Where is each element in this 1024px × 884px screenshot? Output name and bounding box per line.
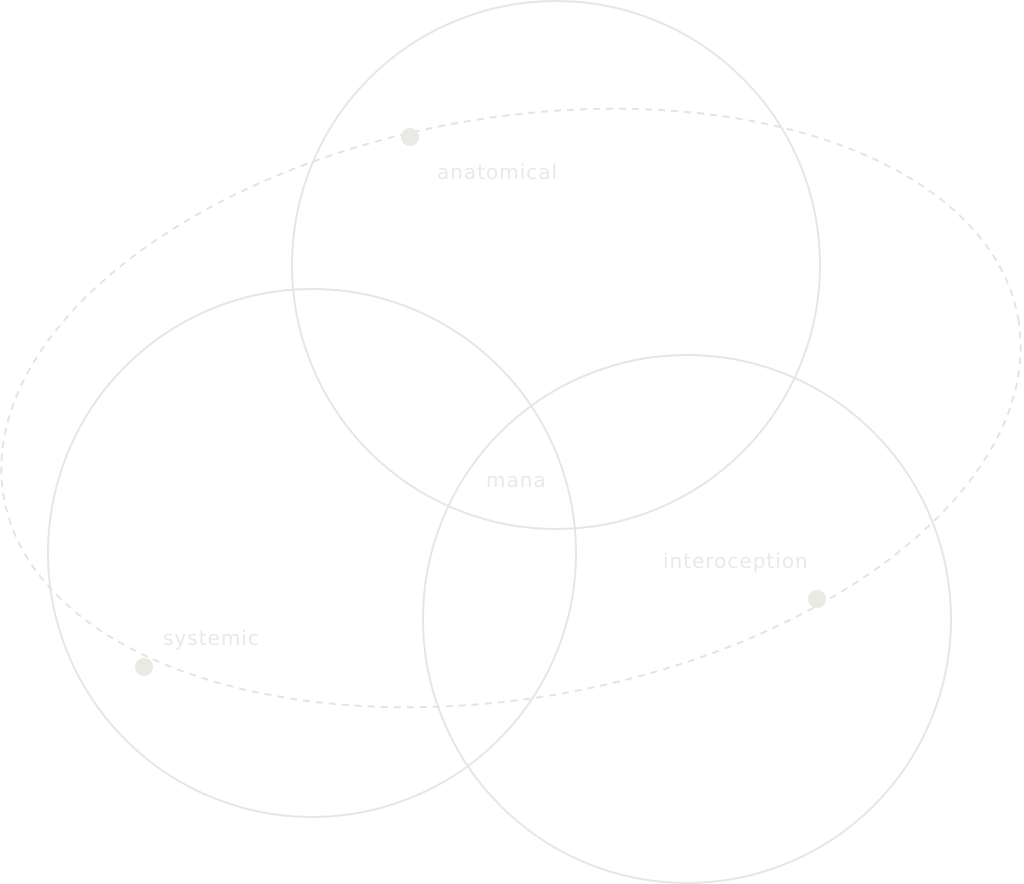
label-interoception: interoception (663, 549, 809, 573)
dot-anatomical (401, 128, 419, 146)
label-center-mana: mana (486, 468, 547, 492)
label-anatomical: anatomical (437, 160, 559, 184)
circle-systemic (47, 288, 577, 818)
dashed-orbit-ellipse (0, 107, 1022, 709)
circle-anatomical (291, 0, 821, 530)
label-systemic: systemic (163, 626, 260, 650)
dot-interoception (808, 590, 826, 608)
circle-interoception (422, 354, 952, 884)
dot-systemic (135, 658, 153, 676)
